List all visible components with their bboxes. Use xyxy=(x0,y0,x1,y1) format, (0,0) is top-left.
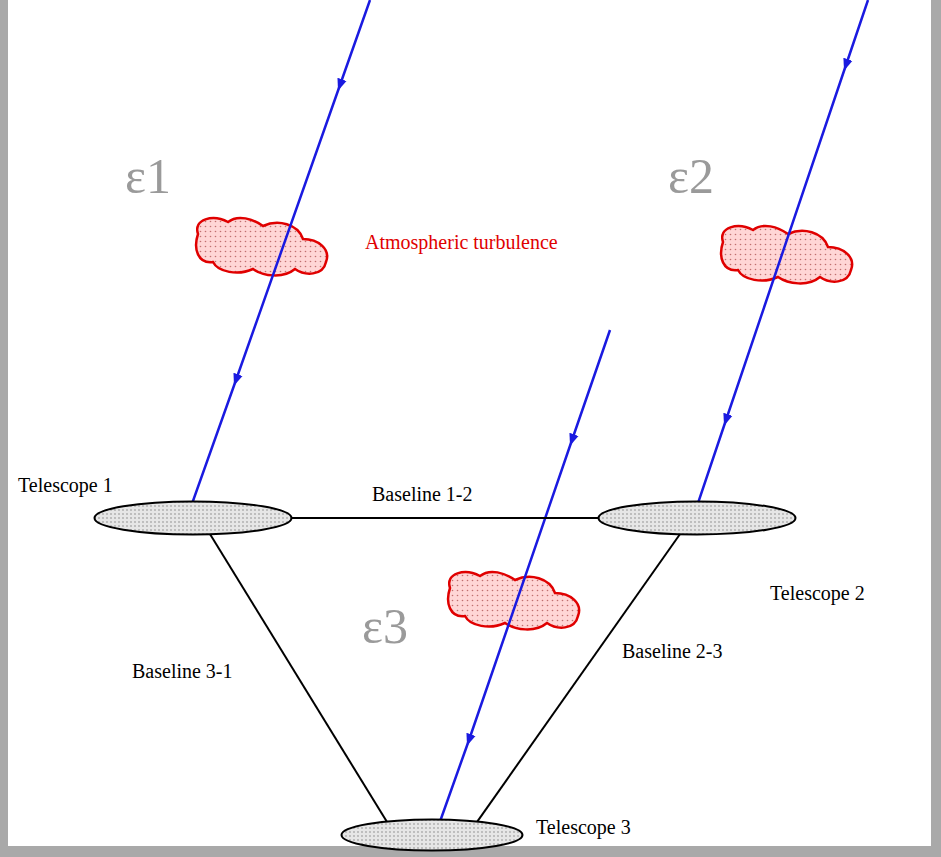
telescope-mirror xyxy=(93,500,293,536)
turbulence-label: Atmospheric turbulence xyxy=(365,231,558,254)
turbulence-cloud xyxy=(721,226,852,284)
telescope-mirror xyxy=(340,818,524,852)
baseline xyxy=(210,534,387,821)
telescope: Telescope 3 xyxy=(340,818,524,852)
telescope: Telescope 2 xyxy=(597,500,797,536)
turbulence-cloud xyxy=(196,218,327,276)
baseline-label: Baseline 1-2 xyxy=(370,483,475,505)
light-ray xyxy=(694,0,868,515)
telescope-label: Telescope 2 xyxy=(770,582,865,605)
baseline xyxy=(292,517,599,519)
turbulence-cloud xyxy=(448,572,579,630)
telescope-label: Telescope 1 xyxy=(18,474,113,497)
epsilon-label: ε3 xyxy=(362,598,408,654)
telescope-label: Telescope 3 xyxy=(536,816,631,839)
epsilon-label: ε2 xyxy=(668,148,714,204)
telescope: Telescope 1 xyxy=(93,500,293,536)
panel xyxy=(8,0,931,846)
light-ray xyxy=(188,0,370,515)
baseline-label: Baseline 2-3 xyxy=(620,640,725,662)
epsilon-label: ε1 xyxy=(125,148,171,204)
baseline xyxy=(477,534,680,821)
baseline-label: Baseline 3-1 xyxy=(130,660,235,682)
telescope-mirror xyxy=(597,500,797,536)
